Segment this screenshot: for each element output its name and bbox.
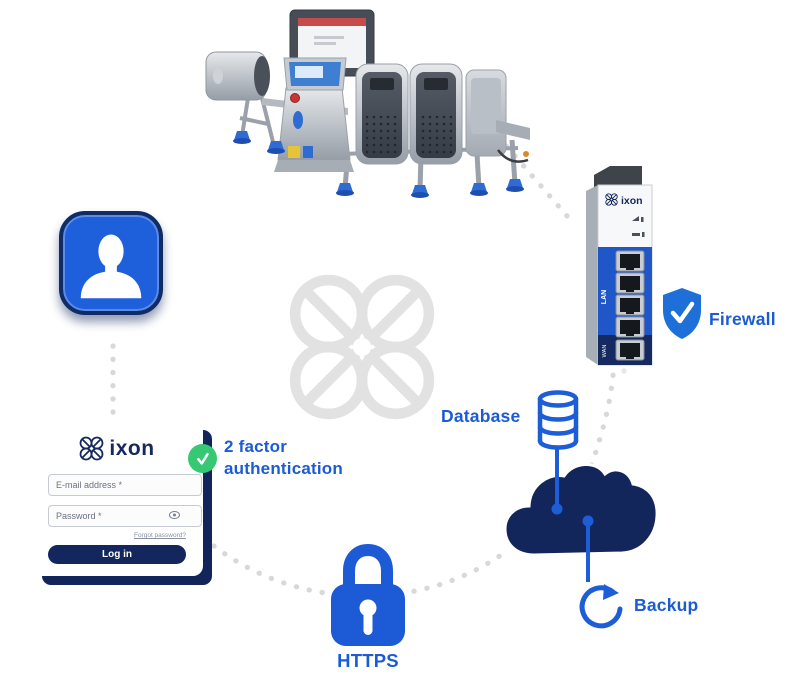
svg-text:ixon: ixon xyxy=(621,195,643,207)
warning-sticker xyxy=(288,146,300,158)
router-ixon-logo: ixon xyxy=(605,193,643,207)
database-icon xyxy=(537,390,579,450)
detector-legs xyxy=(239,97,276,147)
router-wan-label: WAN xyxy=(602,345,608,358)
machine-illustration xyxy=(205,9,530,198)
machine-cabinets xyxy=(355,63,463,165)
router-side-panel xyxy=(586,185,598,365)
connector-machine-to-router xyxy=(486,123,577,227)
cloud-icon xyxy=(503,463,659,557)
router-mount-dot xyxy=(621,368,627,374)
router-top-cap xyxy=(594,166,642,187)
metal-detector xyxy=(205,51,270,101)
router-ethernet-ports xyxy=(615,250,645,361)
backup-icon xyxy=(579,584,623,629)
router-lan-label: LAN xyxy=(601,290,608,304)
ixon-logo-text: ixon xyxy=(109,436,155,460)
email-field[interactable] xyxy=(48,474,202,496)
control-console xyxy=(274,57,354,172)
eye-icon[interactable] xyxy=(169,511,180,519)
check-icon xyxy=(188,444,217,473)
https-label: HTTPS xyxy=(337,650,399,671)
login-card-logo: ixon xyxy=(31,436,203,461)
emergency-stop-button xyxy=(290,93,300,103)
shield-check-icon xyxy=(663,288,701,339)
database-label: Database xyxy=(441,406,521,426)
connector-router-to-cloud xyxy=(581,359,617,487)
backup-label: Backup xyxy=(634,595,699,615)
login-button[interactable]: Log in xyxy=(48,545,186,564)
person-silhouette xyxy=(80,234,142,299)
database-node-dot xyxy=(551,503,563,515)
firewall-label: Firewall xyxy=(709,309,776,329)
router-illustration: ixon LAN WAN xyxy=(586,166,653,374)
machine-right-unit xyxy=(465,69,530,163)
lock-icon xyxy=(331,544,405,646)
two-factor-label: 2 factor authentication xyxy=(224,437,343,478)
password-field[interactable] xyxy=(48,505,202,527)
forgot-password-link[interactable]: Forgot password? xyxy=(133,532,186,539)
router-indicator-icons xyxy=(632,216,645,237)
user-icon xyxy=(59,211,163,315)
login-card: ixon Forgot password? Log in xyxy=(31,419,203,576)
backup-node-dot xyxy=(582,515,594,527)
